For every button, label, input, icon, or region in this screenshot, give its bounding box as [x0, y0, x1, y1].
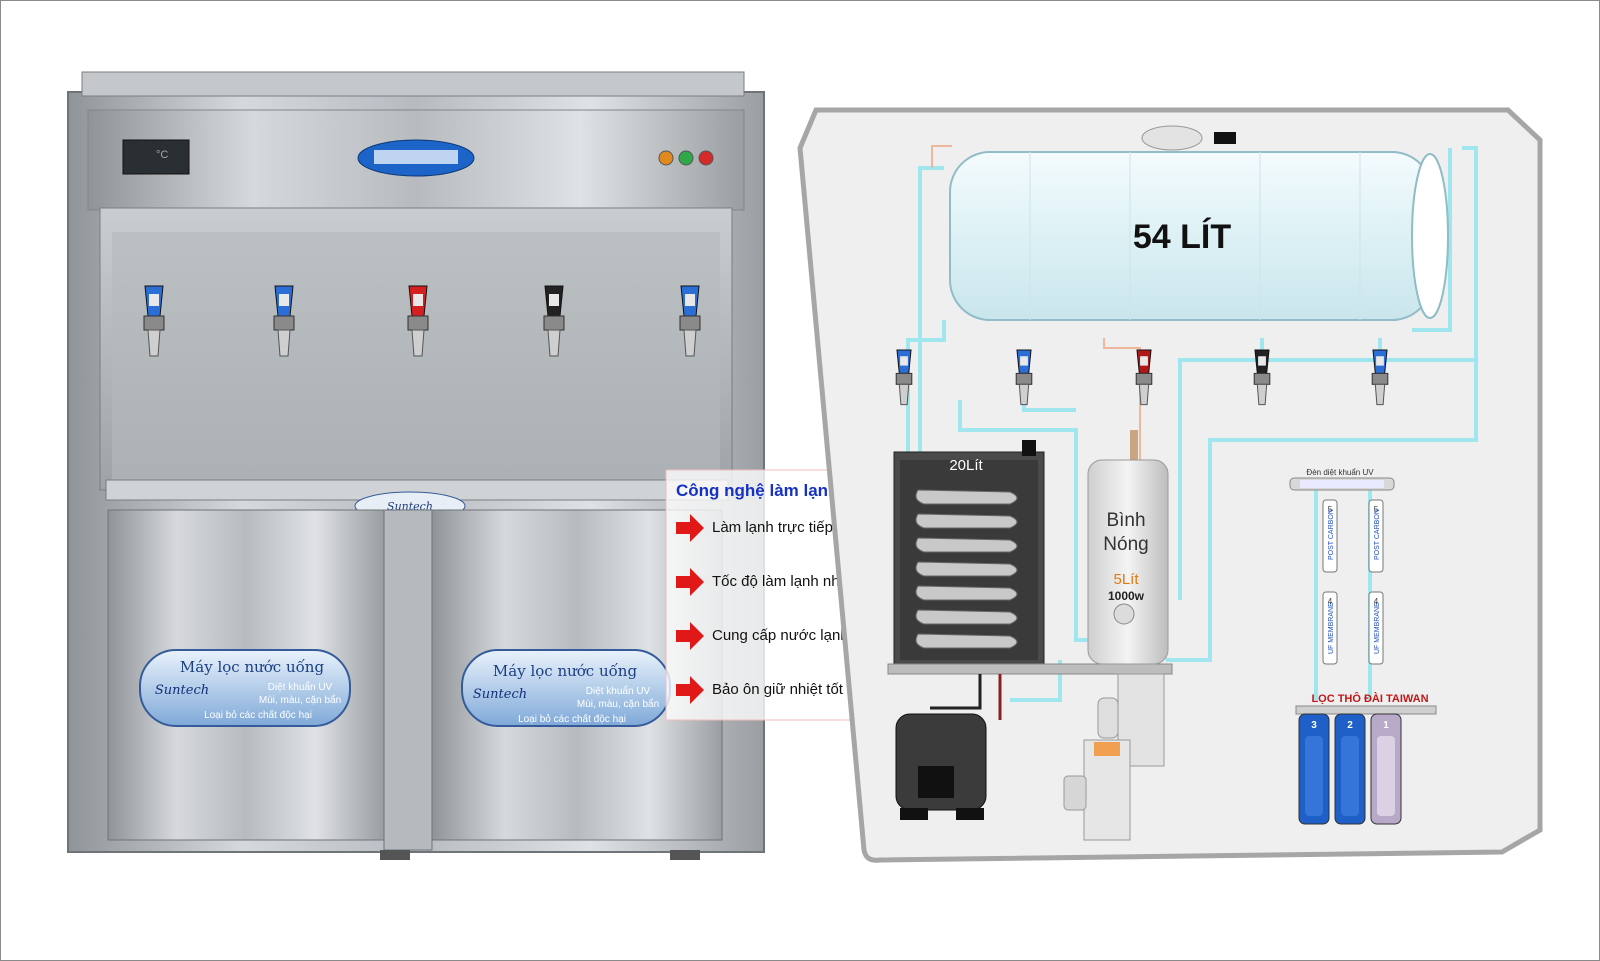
water-tap	[1253, 349, 1271, 406]
housing-number: 2	[1347, 720, 1353, 731]
door-label-brand: Suntech	[155, 683, 209, 698]
hot-tank-title-2: Nóng	[1103, 534, 1148, 555]
post-carbon-filter	[1368, 499, 1384, 573]
door-label-line1: Diệt khuẩn UV	[586, 685, 651, 697]
internal-diagram: 54 LÍT 20Lít Bình Nóng 5Lít 1000w	[797, 107, 1543, 863]
water-tap	[895, 349, 913, 406]
arrow-icon	[676, 622, 704, 650]
door-label-title: Máy lọc nước uống	[493, 662, 638, 680]
cooling-tech-title: Công nghệ làm lạnh mới	[676, 481, 875, 500]
compressor	[895, 674, 1002, 820]
dispenser-taps	[143, 285, 701, 357]
post-carbon-label: POST CARBON	[1328, 509, 1335, 560]
door-label-line2: Mùi, màu, cặn bẩn	[259, 694, 341, 706]
uv-lamp: Đèn diệt khuẩn UV	[1289, 468, 1395, 491]
water-tap	[543, 285, 565, 357]
dispenser-photo: °C Suntech	[67, 71, 765, 860]
hot-tank-title-1: Bình	[1106, 510, 1145, 531]
water-tap	[143, 285, 165, 357]
water-tap	[273, 285, 295, 357]
hot-tank: Bình Nóng 5Lít 1000w	[1087, 430, 1169, 665]
cold-tank-label: 20Lít	[949, 457, 983, 474]
uv-lamp-label: Đèn diệt khuẩn UV	[1306, 468, 1374, 477]
door-label-brand: Suntech	[473, 687, 527, 702]
indicator-lights	[658, 150, 714, 166]
hot-tank-power: 1000w	[1108, 589, 1145, 603]
indicator-light	[698, 150, 714, 166]
indicator-light	[658, 150, 674, 166]
hot-tank-volume: 5Lít	[1113, 571, 1139, 588]
filter-number: 4	[1328, 597, 1333, 606]
arrow-icon	[676, 514, 704, 542]
indicator-light	[678, 150, 694, 166]
post-carbon-filter	[1322, 499, 1338, 573]
filter-number: 5	[1328, 505, 1333, 514]
housing-number: 3	[1311, 720, 1317, 731]
housing-number: 1	[1383, 720, 1389, 731]
door-label-line2: Mùi, màu, cặn bẩn	[577, 698, 659, 710]
cooling-tech-item: Tốc độ làm lạnh nhanh	[712, 573, 865, 590]
temperature-display	[122, 139, 190, 175]
housing-label: LỌC THÔ ĐÀI TAIWAN	[1311, 692, 1428, 705]
water-tap	[1135, 349, 1153, 406]
filter-housings: LỌC THÔ ĐÀI TAIWAN 3 2 1	[1295, 692, 1437, 825]
diagram-taps	[895, 349, 1389, 406]
uf-membrane-filter	[1322, 591, 1338, 665]
water-tap	[407, 285, 429, 357]
filter-number: 5	[1374, 505, 1379, 514]
filter-number: 4	[1374, 597, 1379, 606]
door-label-left: Máy lọc nước uống Suntech Diệt khuẩn UV …	[139, 649, 351, 727]
door-label-title: Máy lọc nước uống	[180, 658, 325, 676]
cold-tank: 20Lít	[893, 440, 1045, 667]
door-label-line3: Loại bỏ các chất độc hại	[518, 713, 626, 725]
hot-water-pipes	[931, 145, 1141, 460]
cooling-tech-item: Bảo ôn giữ nhiệt tốt	[712, 681, 844, 698]
door-label-line1: Diệt khuẩn UV	[268, 681, 333, 693]
door-label-line3: Loại bỏ các chất độc hại	[204, 709, 312, 721]
water-tap	[1371, 349, 1389, 406]
post-carbon-label: POST CARBON	[1374, 509, 1381, 560]
storage-tank: 54 LÍT	[949, 125, 1449, 321]
arrow-icon	[676, 676, 704, 704]
display-unit: °C	[156, 149, 168, 161]
arrow-icon	[676, 568, 704, 596]
door-label-right: Máy lọc nước uống Suntech Diệt khuẩn UV …	[461, 649, 671, 727]
uf-membrane-label: UF MEMBRANE	[1374, 602, 1381, 654]
uf-membrane-filter	[1368, 591, 1384, 665]
water-tap	[679, 285, 701, 357]
pump-unit	[1063, 673, 1165, 841]
equipment-shelf	[887, 663, 1173, 675]
water-tap	[1015, 349, 1033, 406]
uf-membrane-label: UF MEMBRANE	[1328, 602, 1335, 654]
storage-tank-label: 54 LÍT	[1133, 218, 1231, 256]
